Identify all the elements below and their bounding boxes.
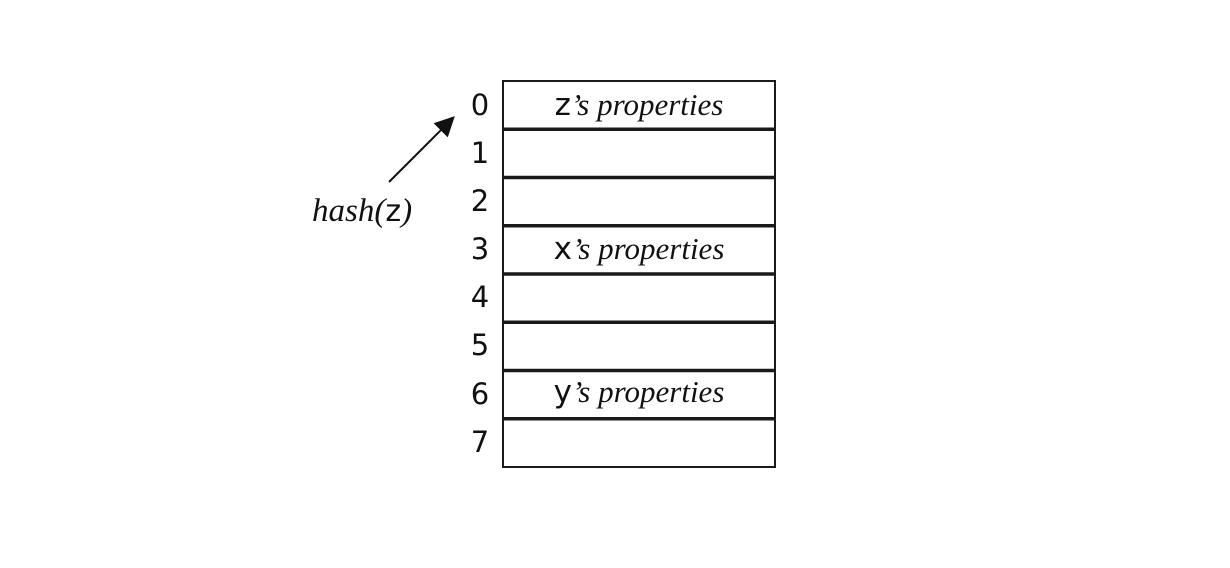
slot-variable: y xyxy=(554,374,572,410)
slot-indices: 0 1 2 3 4 5 6 7 xyxy=(471,88,489,459)
pointer-arrow xyxy=(388,116,455,183)
slot-content: x’s properties xyxy=(554,231,725,267)
hash-open-paren: ( xyxy=(374,193,387,229)
hash-function-name: hash xyxy=(312,193,374,229)
slot-label: ’s properties xyxy=(572,231,724,266)
slot-label: ’s properties xyxy=(572,374,724,409)
hash-label: hash(z) xyxy=(312,193,412,229)
slot-dividers xyxy=(503,127,775,421)
slot-index: 0 xyxy=(471,88,489,122)
hash-argument: z xyxy=(385,194,401,229)
slot-index: 2 xyxy=(471,184,489,218)
slot-variable: z xyxy=(555,87,571,123)
slot-content: y’s properties xyxy=(554,374,725,410)
slot-index: 1 xyxy=(471,136,489,170)
hash-close-paren: ) xyxy=(399,193,412,229)
slot-index: 3 xyxy=(471,232,489,266)
slot-index: 4 xyxy=(471,280,489,314)
slot-index: 7 xyxy=(471,425,489,459)
slot-content: z’s properties xyxy=(555,87,724,123)
slot-variable: x xyxy=(554,231,572,267)
slot-contents: z’s properties x’s properties y’s proper… xyxy=(554,87,725,410)
slot-index: 5 xyxy=(471,328,489,362)
slot-label: ’s properties xyxy=(571,87,723,122)
slot-index: 6 xyxy=(471,377,489,411)
